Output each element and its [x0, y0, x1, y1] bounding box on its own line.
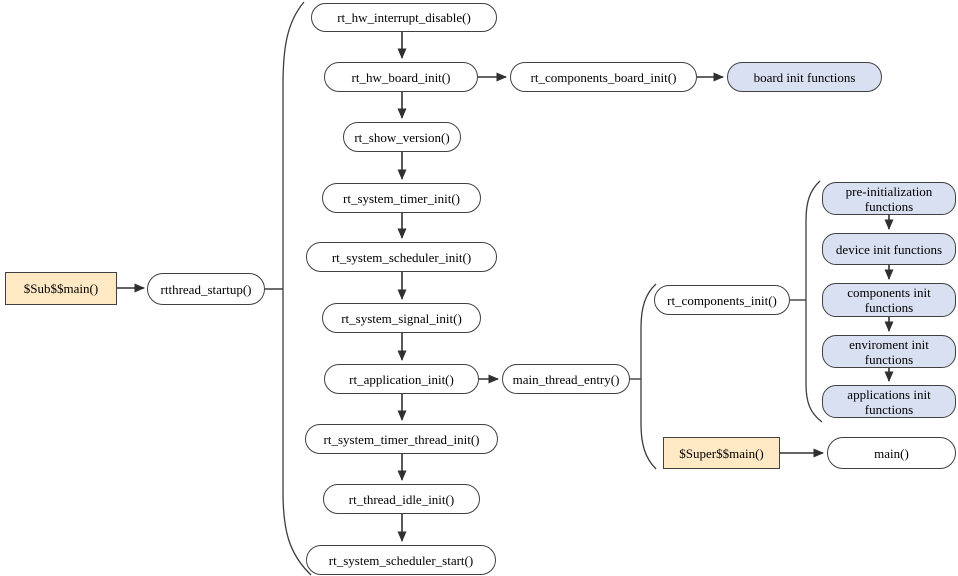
node-rt-system-scheduler-init: rt_system_scheduler_init(): [306, 242, 497, 272]
node-rt-hw-interrupt-disable: rt_hw_interrupt_disable(): [311, 3, 497, 32]
node-rt-components-board-init: rt_components_board_init(): [510, 62, 697, 92]
components-group-brace: [805, 180, 823, 423]
node-rt-thread-idle-init: rt_thread_idle_init(): [323, 484, 480, 514]
node-enviroment-init-functions: enviroment init functions: [822, 335, 956, 368]
node-rt-system-timer-thread-init: rt_system_timer_thread_init(): [305, 424, 498, 454]
node-super-main: $Super$$main(): [663, 437, 780, 469]
main-thread-group-brace: [640, 283, 657, 470]
node-rt-hw-board-init: rt_hw_board_init(): [324, 62, 478, 92]
startup-group-brace: [282, 1, 312, 576]
node-components-init-functions: components init functions: [822, 283, 956, 317]
node-main: main(): [827, 437, 956, 469]
node-main-thread-entry: main_thread_entry(): [502, 364, 630, 394]
node-rtthread-startup: rtthread_startup(): [147, 273, 265, 305]
node-board-init-functions: board init functions: [727, 62, 882, 92]
node-sub-main: $Sub$$main(): [5, 272, 117, 305]
node-rt-system-timer-init: rt_system_timer_init(): [322, 183, 481, 213]
node-pre-initialization-functions: pre-initialization functions: [822, 182, 956, 215]
node-rt-application-init: rt_application_init(): [324, 364, 479, 394]
node-rt-system-scheduler-start: rt_system_scheduler_start(): [306, 545, 496, 575]
node-rt-show-version: rt_show_version(): [343, 122, 461, 152]
node-rt-system-signal-init: rt_system_signal_init(): [322, 303, 481, 333]
node-rt-components-init: rt_components_init(): [654, 285, 790, 315]
node-device-init-functions: device init functions: [822, 233, 956, 265]
node-applications-init-functions: applications init functions: [822, 385, 956, 418]
